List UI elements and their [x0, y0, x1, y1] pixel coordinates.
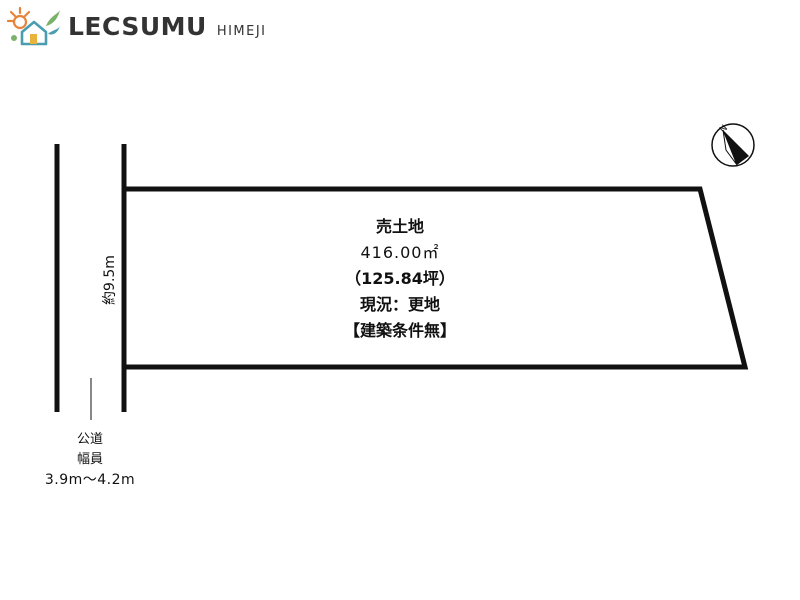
brand: LECSUMU HIMEJI [68, 12, 267, 41]
road-width-value: 3.9m～4.2m [44, 472, 136, 488]
lot-condition: 【建築条件無】 [343, 321, 456, 340]
lot-area-sqm: 416.00㎡ [360, 243, 440, 262]
lot-outline [121, 186, 749, 370]
lot-area-tsubo: （125.84坪） [345, 269, 455, 288]
compass-icon [711, 123, 755, 167]
brand-name: LECSUMU [68, 11, 207, 41]
header: LECSUMU HIMEJI [6, 4, 267, 48]
house-sun-logo-icon [6, 6, 60, 46]
road-info: 公道 幅員 3.9m～4.2m [20, 430, 160, 490]
road-width-label: 幅員 [76, 452, 103, 467]
lot-title: 売土地 [375, 217, 424, 236]
lot-info: 売土地 416.00㎡ （125.84坪） 現況：更地 【建築条件無】 [250, 214, 550, 344]
lot-status: 現況：更地 [359, 295, 440, 314]
road-type: 公道 [76, 432, 103, 447]
brand-location: HIMEJI [216, 23, 267, 39]
frontage-dimension-label: 約9.5m [102, 255, 118, 305]
compass-north-label: N [718, 123, 730, 135]
